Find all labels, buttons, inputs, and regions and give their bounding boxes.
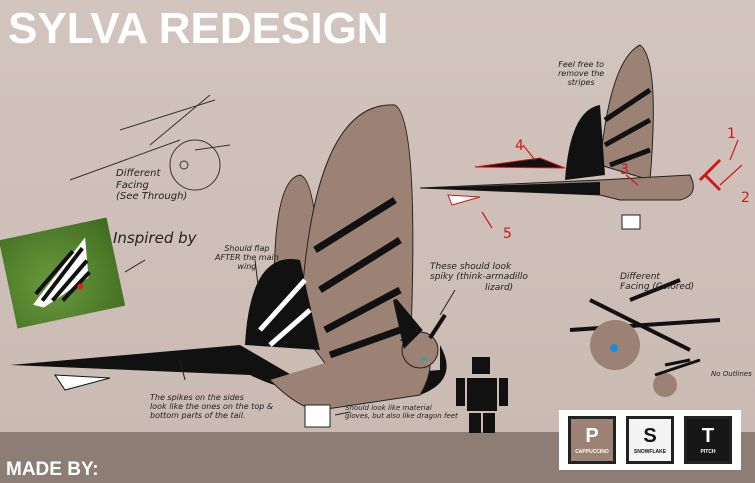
note-feel-free: Feel free to remove the stripes <box>558 60 604 88</box>
butterfly-icon <box>32 237 91 308</box>
page-title: SYLVA REDESIGN <box>8 4 389 53</box>
note-line: Feel free to <box>558 60 604 69</box>
note-line: spiky (think-armadillo <box>430 272 528 283</box>
note-line: Facing <box>116 179 149 191</box>
note-feet: Should look like material gloves, but al… <box>345 404 458 420</box>
marker-5: 5 <box>503 226 512 242</box>
note-no-outlines: No Outlines <box>711 370 752 378</box>
note-line: Should look like material <box>345 404 432 412</box>
note-line: stripes <box>567 78 595 88</box>
swatch-letter: P <box>585 424 599 447</box>
swatch-cappuccino: P CAPPUCCINO <box>568 416 616 464</box>
note-line: Different <box>116 168 161 179</box>
made-by-label: MADE BY: <box>6 459 99 480</box>
note-different-facing-colored: Different Facing (Colored) <box>620 272 694 293</box>
swatch-letter: T <box>701 424 715 447</box>
note-should-flap: Should flap AFTER the main wing <box>215 244 279 272</box>
swatch-name: PITCH <box>700 448 716 455</box>
marker-1: 1 <box>727 126 736 142</box>
note-spiky: These should look spiky (think-armadillo… <box>430 262 528 293</box>
note-line: look like the ones on the top & <box>150 402 274 412</box>
note-line: (See Through) <box>116 191 188 202</box>
note-line: remove the <box>558 69 605 79</box>
swatch-snowflake: S SNOWFLAKE <box>626 416 674 464</box>
main-creature <box>10 104 447 428</box>
color-palette: P CAPPUCCINO S SNOWFLAKE T PITCH <box>559 410 741 470</box>
swatch-pitch: T PITCH <box>684 416 732 464</box>
swatch-letter: S <box>643 424 657 447</box>
note-spikes-sides: The spikes on the sides look like the on… <box>150 393 273 421</box>
note-different-facing-see-through: Different Facing (See Through) <box>116 168 187 203</box>
marker-2: 2 <box>741 190 750 206</box>
note-line: lizard) <box>485 282 514 293</box>
note-line: Facing (Colored) <box>620 282 695 293</box>
swatch-name: SNOWFLAKE <box>633 448 667 455</box>
marker-4: 4 <box>515 138 524 154</box>
swatch-name: CAPPUCCINO <box>575 448 609 455</box>
note-line: Should flap <box>224 244 270 253</box>
inspiration-butterfly-photo <box>0 217 126 329</box>
note-line: gloves, but also like dragon feet <box>345 412 458 421</box>
note-line: Different <box>620 272 660 282</box>
body-proportion-figure <box>456 357 508 433</box>
note-inspired-by: Inspired by <box>113 229 197 247</box>
see-through-head-sketch <box>69 94 231 191</box>
note-line: AFTER the main <box>215 253 279 263</box>
note-line: wing <box>237 262 257 272</box>
note-line: These should look <box>430 262 512 272</box>
marker-3: 3 <box>620 162 629 178</box>
colored-head <box>569 278 721 397</box>
note-line: bottom parts of the tail. <box>150 411 246 421</box>
reference-creature <box>419 44 722 230</box>
note-line: The spikes on the sides <box>150 393 244 402</box>
